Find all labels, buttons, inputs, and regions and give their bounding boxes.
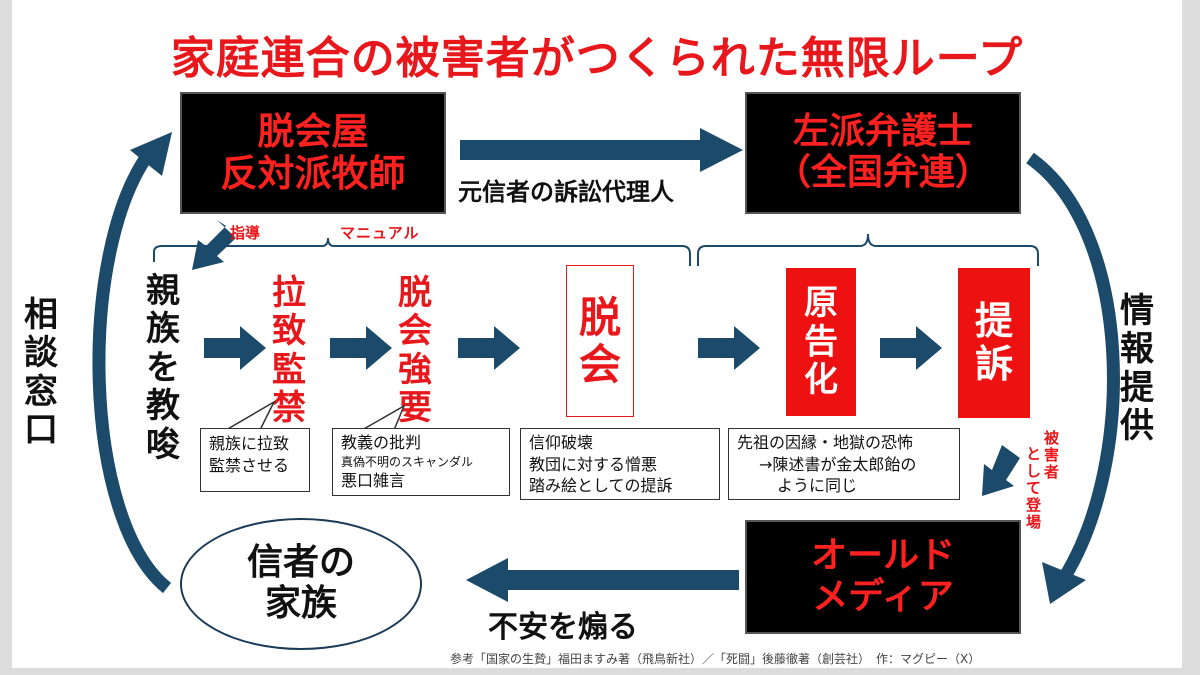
braces — [153, 233, 1039, 266]
step-char: 原 — [804, 283, 838, 324]
step-char: 提 — [974, 299, 1013, 344]
victim-char: と — [1026, 445, 1042, 463]
middle-row-arrows — [204, 326, 942, 370]
step-char: 会 — [398, 311, 432, 352]
lawyer-line2: （全国弁連） — [774, 152, 991, 193]
instigate-char: 唆 — [146, 424, 180, 465]
bottom-left-arrow — [466, 558, 739, 602]
family-line1: 信者の — [246, 542, 355, 584]
right-label-char: 提 — [1120, 367, 1154, 408]
consultation-window-label: 相 談 窓 口 — [24, 296, 58, 450]
instigate-char: 族 — [146, 309, 180, 350]
callout-line: ように同じ — [777, 476, 858, 496]
family-line2: 家族 — [264, 583, 337, 624]
step-char: 致 — [272, 311, 306, 352]
callout-doctrine-criticism: 教義の批判 真偽不明のスキャンダル 悪口雑言 — [332, 428, 510, 496]
bottom-arrow-label: 不安を煽る — [488, 610, 638, 645]
callout-line: 踏み絵としての提訴 — [529, 476, 673, 496]
guide-label: 指導 — [230, 224, 261, 242]
step-char: 強 — [398, 349, 432, 390]
step-char: 脱 — [398, 273, 432, 313]
deprogrammer-box: 脱会屋 反対派牧師 — [180, 92, 446, 214]
step-char: 脱 — [578, 292, 621, 342]
step-leaving-box: 脱 会 — [566, 265, 634, 417]
callout-line: 監禁させる — [209, 455, 290, 475]
step-lawsuit-box: 提 訴 — [958, 268, 1030, 418]
old-media-line1: オールド — [810, 535, 955, 577]
victim-char: 被 — [1044, 429, 1060, 447]
step-char: 訴 — [974, 342, 1013, 386]
step-char: 監 — [272, 349, 306, 390]
left-label-char: 相 — [24, 295, 58, 335]
page-title: 家庭連合の被害者がつくられた無限ループ — [170, 33, 1024, 84]
callout-line: 親族に拉致 — [209, 434, 290, 453]
top-arrow-label: 元信者の訴訟代理人 — [458, 178, 674, 206]
lawyer-line1: 左派弁護士 — [792, 111, 973, 153]
footer-citation: 参考「国家の生贄」福田ますみ著（飛鳥新社）／「死闘」後藤徹著（創芸社） 作：マグ… — [450, 652, 981, 666]
callout-line: 教義の批判 — [341, 433, 422, 452]
old-media-box: オールド メディア — [745, 520, 1021, 634]
callout-line: →陳述書が金太郎飴の — [759, 454, 917, 474]
left-label-char: 窓 — [24, 371, 58, 412]
loop-arrows — [92, 132, 1120, 604]
step-become-plaintiff-box: 原 告 化 — [786, 268, 856, 416]
right-label-char: 報 — [1120, 329, 1154, 370]
victim-char: て — [1026, 478, 1042, 497]
victim-char: 場 — [1026, 512, 1042, 531]
instigate-char: 親 — [146, 271, 180, 311]
step-char: 告 — [804, 321, 838, 362]
old-media-line2: メディア — [812, 576, 954, 617]
right-label-char: 供 — [1120, 406, 1154, 447]
step-forced-leaving: 脱 会 強 要 — [398, 274, 432, 428]
diagram-slide: 家庭連合の被害者がつくられた無限ループ 脱会屋 反対派牧師 左派弁護士 （全国弁… — [12, 0, 1182, 668]
callout-line: 真偽不明のスキャンダル — [341, 454, 474, 469]
victim-char: 登 — [1026, 495, 1042, 514]
deprogrammer-line1: 脱会屋 — [257, 110, 369, 154]
callout-line: 教団に対する憎悪 — [529, 454, 658, 474]
victim-label-col2: と し て 登 場 — [1026, 446, 1041, 531]
instigate-char: 教 — [146, 386, 180, 427]
victim-char: 害 — [1044, 445, 1060, 464]
victim-char: し — [1026, 461, 1042, 480]
right-label-char: 情 — [1120, 291, 1154, 331]
deprogrammer-line2: 反対派牧師 — [220, 152, 406, 195]
step-char: 化 — [804, 360, 838, 401]
callout-line: 先祖の因縁・地獄の恐怖 — [737, 433, 914, 452]
instigate-relatives-label: 親 族 を 教 唆 — [146, 272, 180, 464]
step-abduction-confinement: 拉 致 監 禁 — [272, 274, 306, 428]
left-label-char: 口 — [24, 410, 58, 451]
left-label-char: 談 — [24, 333, 58, 374]
victim-label-col1: 被 害 者 — [1044, 430, 1059, 481]
information-provision-label: 情 報 提 供 — [1120, 292, 1154, 446]
callout-line: 信仰破壊 — [529, 433, 594, 452]
top-right-arrow — [460, 128, 743, 172]
callout-faith-destruction: 信仰破壊 教団に対する憎悪 踏み絵としての提訴 — [520, 428, 720, 500]
manual-label: マニュアル — [340, 224, 420, 242]
step-char: 禁 — [272, 388, 306, 429]
callout-ancestral-fear: 先祖の因縁・地獄の恐怖 →陳述書が金太郎飴の ように同じ — [728, 428, 960, 500]
step-char: 拉 — [272, 273, 306, 313]
callout-relatives-abduction: 親族に拉致 監禁させる — [200, 428, 310, 492]
step-char: 会 — [578, 340, 621, 389]
lawyer-box: 左派弁護士 （全国弁連） — [745, 92, 1021, 214]
victim-char: 者 — [1044, 462, 1060, 481]
instigate-char: を — [146, 347, 180, 388]
callout-line: 悪口雑言 — [341, 470, 406, 490]
believer-family-ellipse: 信者の 家族 — [180, 518, 422, 650]
